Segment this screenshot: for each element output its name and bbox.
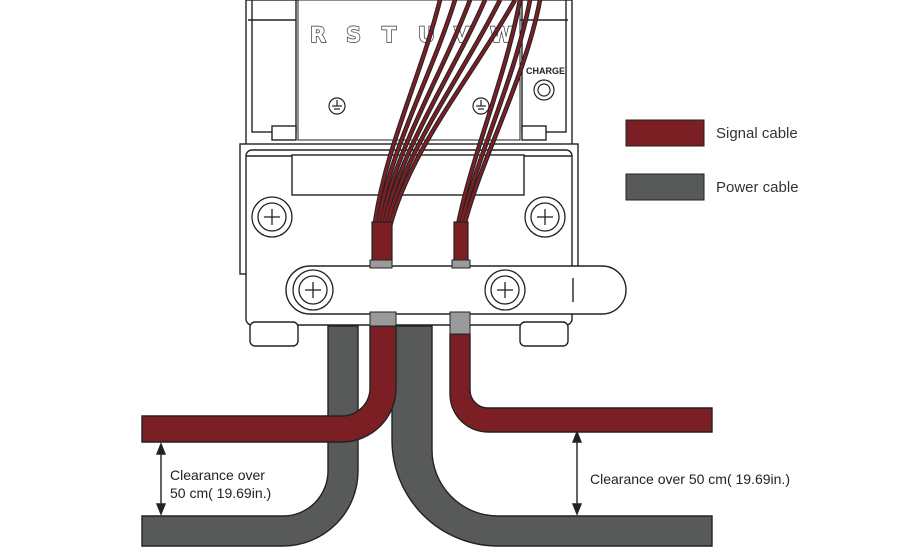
ground-icon [328,97,346,115]
signal-cable-stub [453,221,469,263]
legend-label-signal: Signal cable [716,125,798,142]
ground-icon [472,97,490,115]
screw-icon [292,269,334,311]
cable-sleeve [449,311,471,335]
signal-cable-right [449,333,713,433]
screw-icon [524,196,566,238]
power-cable-center [391,325,713,547]
screw-icon [484,269,526,311]
legend: Signal cable Power cable [625,119,799,201]
charge-label: CHARGE [526,66,565,76]
screw-icon [251,196,293,238]
cable-sleeve [451,259,471,269]
cable-sleeve [369,311,397,327]
charge-indicator-icon [533,79,555,101]
legend-swatch-power [625,173,705,201]
legend-swatch-signal [625,119,705,147]
clearance-left-line1: Clearance over [170,467,265,483]
terminal-s: S [346,23,361,47]
cable-sleeve [369,259,393,269]
signal-cable-stub [371,221,393,263]
terminal-r: R [310,23,326,47]
cable-clamp-bar [285,265,627,315]
legend-label-power: Power cable [716,179,799,196]
clearance-arrow-left [155,442,167,516]
clearance-arrow-right [571,430,583,516]
clearance-right-text: Clearance over 50 cm( 19.69in.) [590,471,790,487]
power-cable-left [141,325,359,547]
clearance-left-line2: 50 cm( 19.69in.) [170,485,271,501]
terminal-t: T [382,23,397,47]
signal-cable-left [141,325,397,443]
signal-wires-fill [372,0,542,231]
